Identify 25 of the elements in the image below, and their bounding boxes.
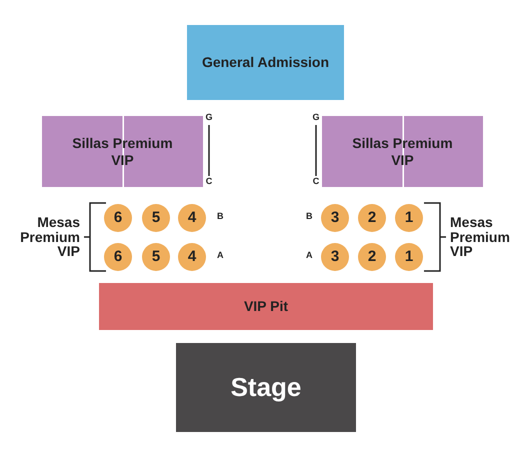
row-label: G (311, 113, 320, 122)
table-circle: 3 (321, 204, 349, 232)
stage: Stage (176, 343, 356, 432)
table-circle: 2 (358, 243, 386, 271)
row-label: B (306, 212, 314, 221)
table-circle: 4 (178, 204, 206, 232)
table-circle: 2 (358, 204, 386, 232)
section-label: Mesas Premium VIP (19, 215, 80, 260)
table-circle: 5 (142, 243, 170, 271)
row-label: A (306, 251, 314, 260)
row-label: B (217, 212, 224, 221)
table-circle: 5 (142, 204, 170, 232)
row-label: A (217, 251, 224, 260)
table-circle: 4 (178, 243, 206, 271)
row-label: C (204, 177, 214, 186)
table-circle: 6 (104, 243, 132, 271)
vip-pit-section: VIP Pit (99, 283, 433, 330)
table-circle: 1 (395, 204, 423, 232)
section-label: Mesas Premium VIP (450, 215, 511, 260)
table-circle: 3 (321, 243, 349, 271)
row-label: G (204, 113, 214, 122)
table-circle: 1 (395, 243, 423, 271)
row-label: C (312, 177, 320, 186)
table-circle: 6 (104, 204, 132, 232)
general-admission-section: General Admission (187, 25, 344, 100)
